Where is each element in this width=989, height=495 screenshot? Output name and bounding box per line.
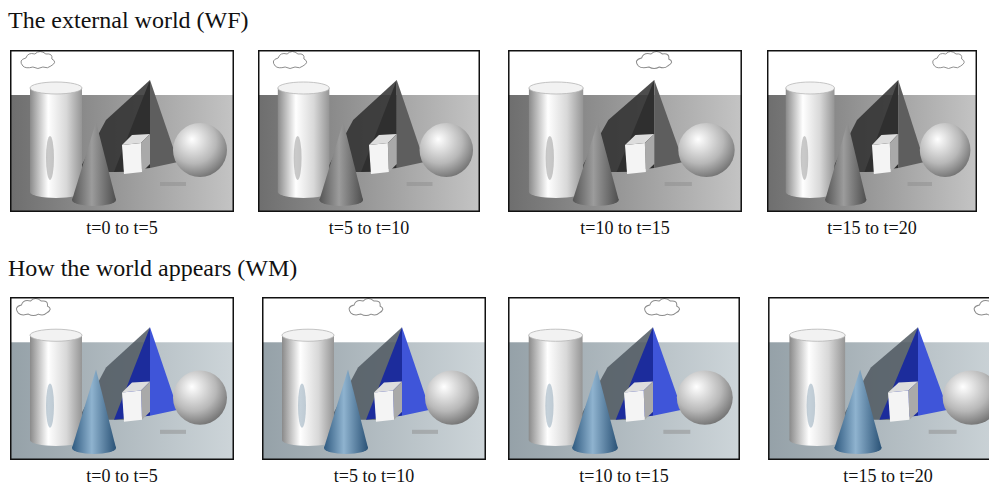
scene-illustration: [258, 50, 480, 212]
scene-panel: t=0 to t=5: [10, 297, 234, 490]
time-caption: t=0 to t=5: [10, 218, 234, 240]
row-title: The external world (WF): [8, 6, 249, 35]
scene-panel: t=15 to t=20: [767, 50, 977, 242]
scene-illustration: [508, 297, 740, 460]
time-caption: t=5 to t=10: [262, 466, 486, 488]
scene-illustration: [768, 297, 989, 460]
scene-panel: t=15 to t=20: [768, 297, 989, 490]
scene-panel: t=0 to t=5: [10, 50, 234, 242]
scene-illustration: [508, 50, 742, 212]
scene-illustration: [262, 297, 486, 460]
scene-panel: t=5 to t=10: [262, 297, 486, 490]
scene-panel: t=5 to t=10: [258, 50, 480, 242]
scene-illustration: [10, 297, 234, 460]
time-caption: t=15 to t=20: [767, 218, 977, 240]
scene-illustration: [10, 50, 234, 212]
time-caption: t=5 to t=10: [258, 218, 480, 240]
scene-panel: t=10 to t=15: [508, 297, 740, 490]
row-title: How the world appears (WM): [8, 254, 297, 283]
time-caption: t=10 to t=15: [508, 466, 740, 488]
time-caption: t=10 to t=15: [508, 218, 742, 240]
time-caption: t=0 to t=5: [10, 466, 234, 488]
scene-illustration: [767, 50, 977, 212]
time-caption: t=15 to t=20: [768, 466, 989, 488]
scene-panel: t=10 to t=15: [508, 50, 742, 242]
